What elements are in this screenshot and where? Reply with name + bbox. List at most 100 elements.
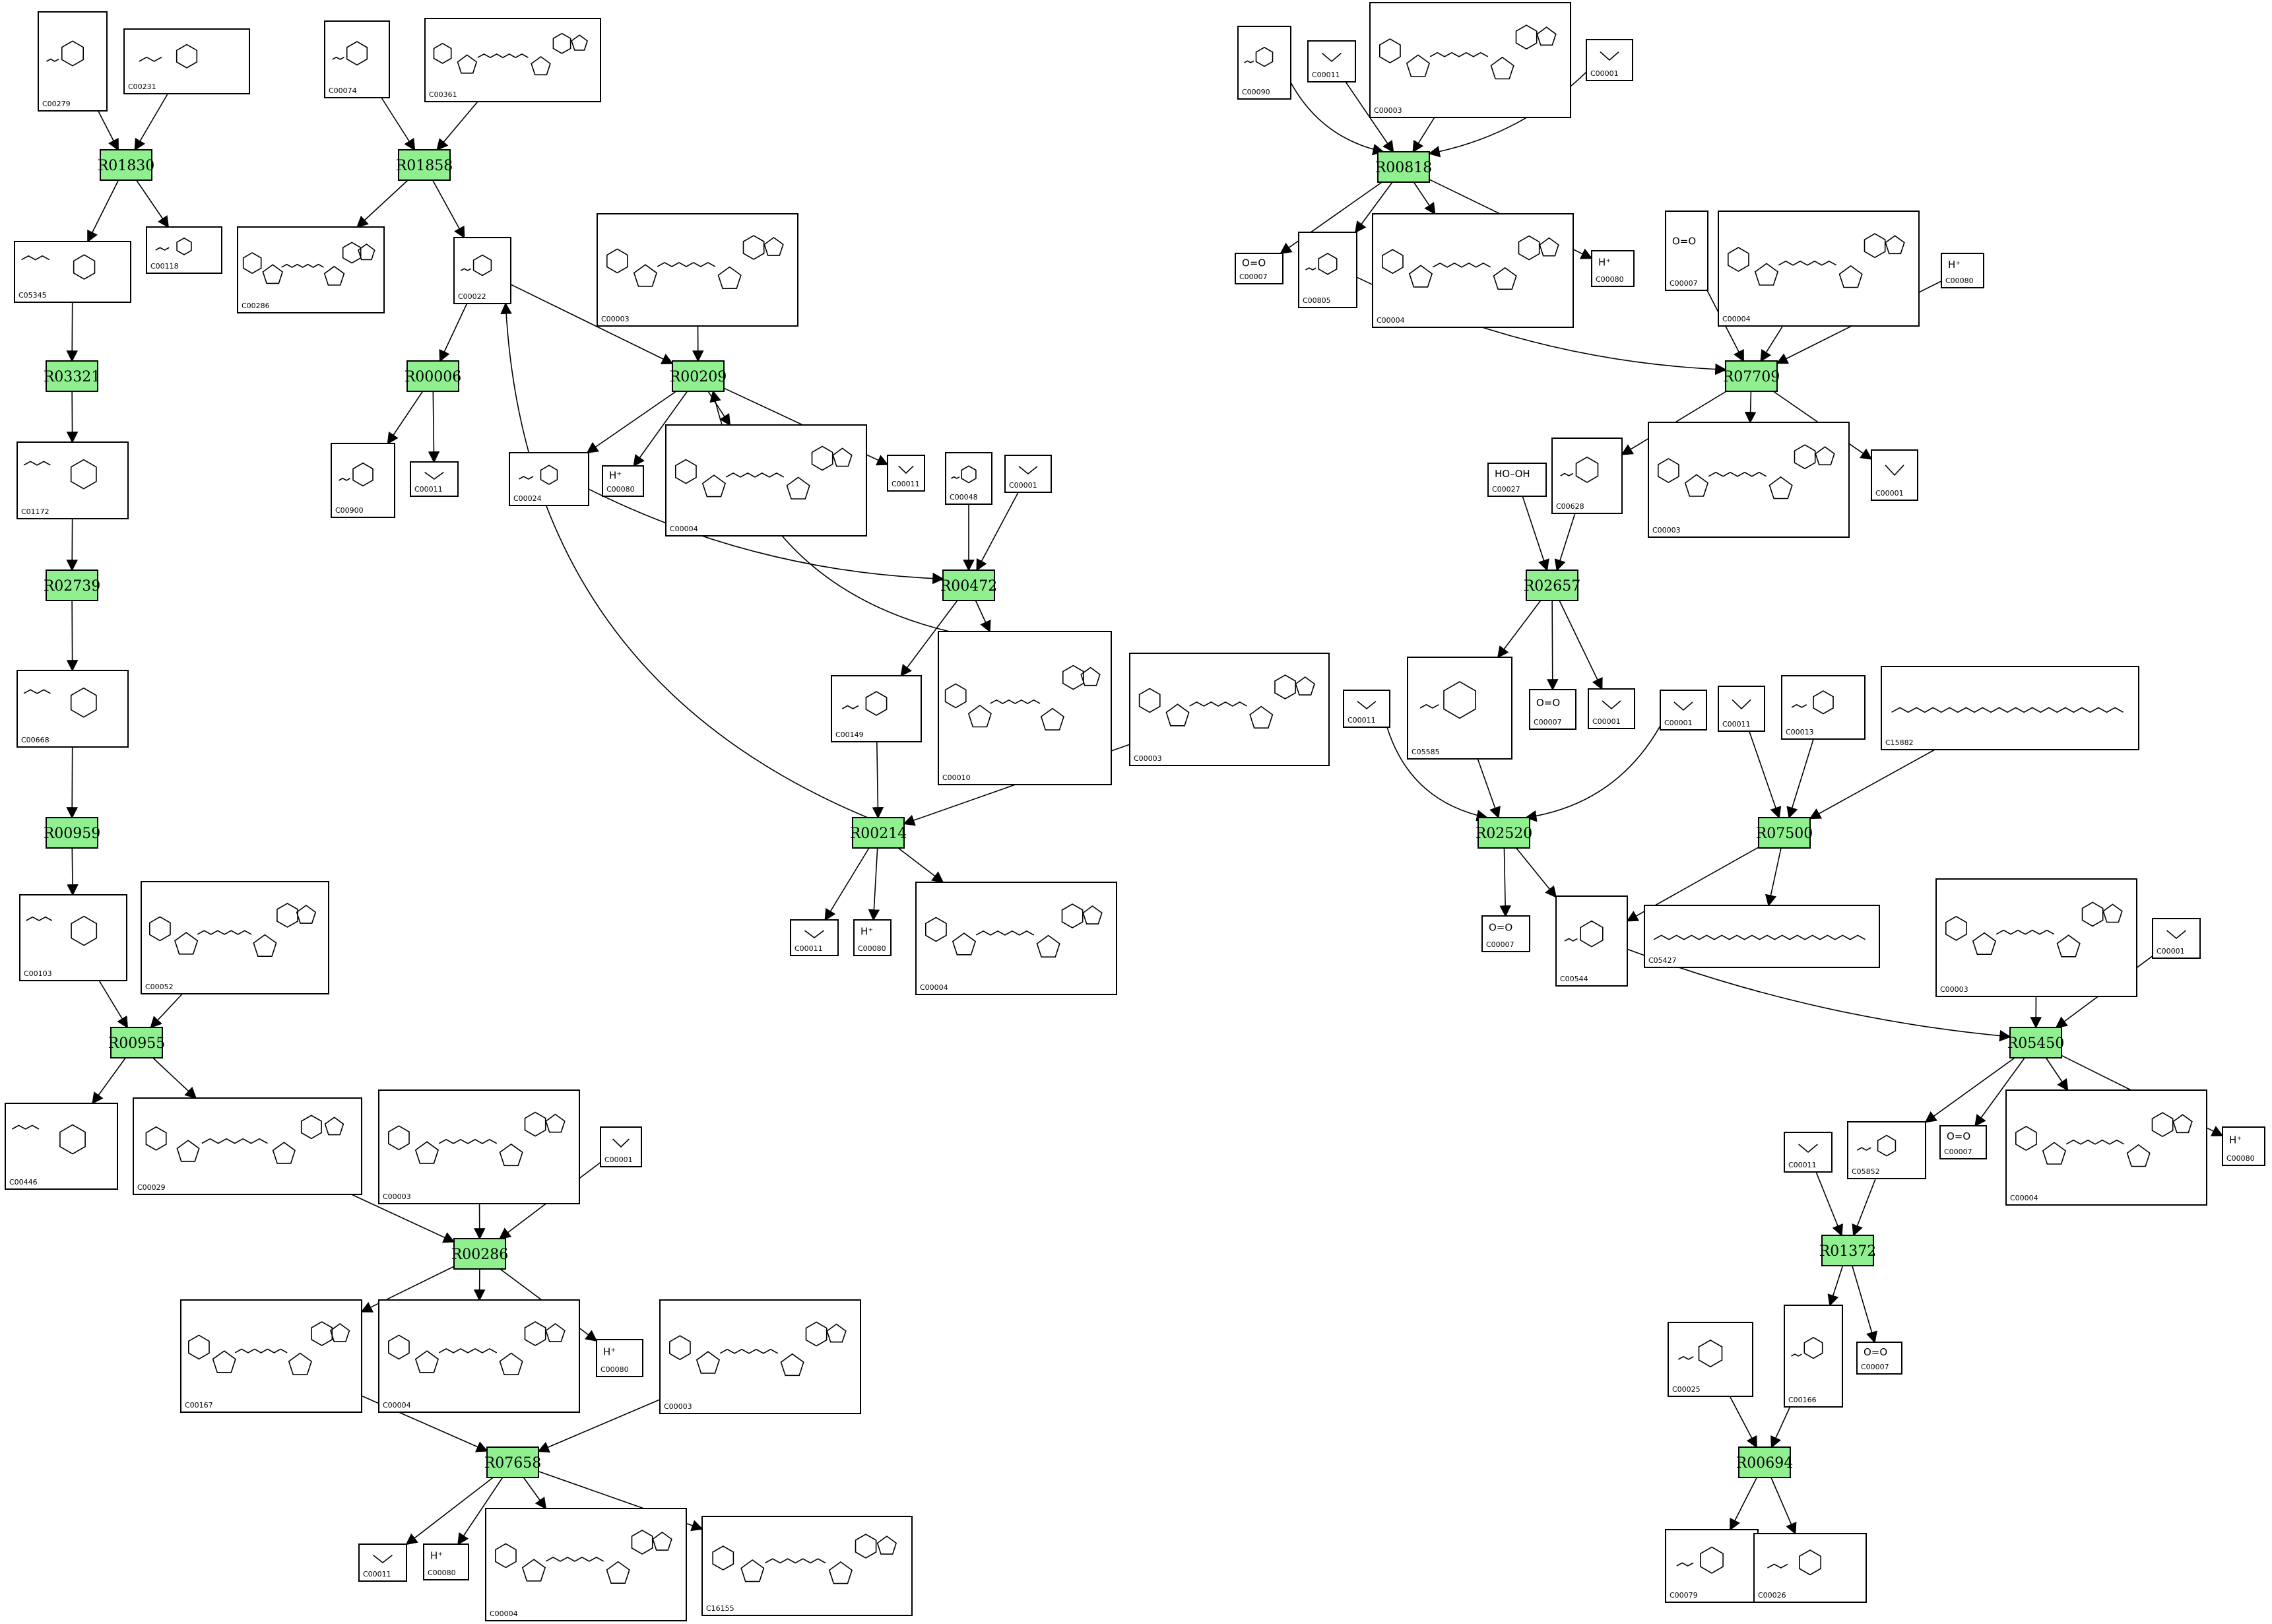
compound-node[interactable]: C00003: [1935, 878, 2137, 997]
reaction-node[interactable]: R02739: [44, 569, 101, 601]
compound-node[interactable]: C00011: [887, 455, 925, 492]
compound-node[interactable]: C00011: [410, 461, 459, 497]
compound-node[interactable]: C00628: [1551, 438, 1623, 514]
reaction-node[interactable]: R01372: [1819, 1235, 1877, 1266]
compound-node[interactable]: C05345: [14, 241, 131, 303]
compound-box: [597, 213, 798, 327]
compound-node[interactable]: C00003: [1648, 422, 1850, 538]
compound-node[interactable]: C00029: [133, 1097, 362, 1195]
compound-node[interactable]: C00003: [659, 1299, 861, 1414]
compound-node[interactable]: H⁺C00080: [596, 1339, 643, 1377]
compound-node[interactable]: C00013: [1781, 675, 1866, 740]
compound-node[interactable]: C00001: [1871, 449, 1918, 501]
reaction-node[interactable]: R01830: [98, 149, 155, 181]
compound-node[interactable]: C00011: [1718, 686, 1765, 732]
reaction-node[interactable]: R01858: [396, 149, 453, 181]
reaction-edge: [1499, 847, 1511, 917]
compound-node[interactable]: C00118: [146, 226, 222, 274]
compound-node[interactable]: C00004: [1718, 211, 1920, 327]
compound-node[interactable]: C00074: [324, 20, 390, 98]
reaction-node[interactable]: R00006: [405, 360, 462, 392]
compound-node[interactable]: H⁺C00080: [1941, 253, 1984, 288]
compound-node[interactable]: C00279: [38, 11, 108, 112]
compound-node[interactable]: C00022: [453, 237, 511, 304]
compound-node[interactable]: C00103: [19, 894, 127, 981]
reaction-node[interactable]: R00955: [108, 1027, 166, 1058]
reaction-node[interactable]: R07500: [1756, 817, 1813, 849]
compound-node[interactable]: C00011: [790, 919, 839, 956]
compound-node[interactable]: C05852: [1847, 1121, 1926, 1179]
compound-node[interactable]: C00025: [1668, 1322, 1753, 1397]
reaction-node[interactable]: R05450: [2007, 1027, 2065, 1058]
compound-node[interactable]: C00011: [1784, 1132, 1833, 1173]
compound-id: C00011: [1347, 716, 1376, 725]
compound-node[interactable]: C00001: [1004, 455, 1052, 493]
compound-node[interactable]: C00010: [938, 631, 1112, 785]
compound-node[interactable]: C00003: [1369, 2, 1571, 118]
reaction-node[interactable]: R00209: [670, 360, 727, 392]
reaction-node[interactable]: R00818: [1375, 151, 1433, 183]
compound-node[interactable]: C00805: [1298, 232, 1357, 308]
reaction-node[interactable]: R02657: [1524, 569, 1581, 601]
compound-node[interactable]: C00167: [180, 1299, 362, 1413]
compound-node[interactable]: C00011: [1307, 40, 1356, 82]
compound-node[interactable]: C00011: [1343, 690, 1390, 728]
reaction-node[interactable]: R07709: [1723, 360, 1780, 392]
compound-node[interactable]: C00001: [1588, 688, 1635, 729]
reaction-node[interactable]: R00214: [850, 817, 907, 849]
compound-node[interactable]: H⁺C00080: [602, 465, 644, 497]
reaction-node[interactable]: R00472: [940, 569, 998, 601]
compound-node[interactable]: C00900: [331, 443, 395, 518]
compound-node[interactable]: C00361: [424, 18, 601, 102]
compound-node[interactable]: C15882: [1881, 666, 2139, 750]
compound-node[interactable]: C00003: [597, 213, 798, 327]
compound-node[interactable]: C00048: [945, 452, 992, 505]
compound-node[interactable]: C01172: [16, 441, 129, 519]
reaction-node[interactable]: R00694: [1736, 1446, 1794, 1478]
compound-node[interactable]: C00024: [509, 452, 589, 506]
compound-node[interactable]: H⁺C00080: [853, 919, 892, 956]
reaction-node[interactable]: R03321: [44, 360, 101, 392]
compound-node[interactable]: C00003: [1129, 653, 1330, 766]
compound-node[interactable]: C00001: [600, 1126, 642, 1167]
compound-node[interactable]: C00011: [358, 1543, 407, 1582]
compound-node[interactable]: C00001: [1586, 39, 1633, 81]
compound-node[interactable]: C00003: [378, 1089, 580, 1204]
compound-node[interactable]: H⁺C00080: [2222, 1126, 2265, 1166]
compound-node[interactable]: C00004: [485, 1508, 687, 1621]
compound-node[interactable]: C00001: [2152, 918, 2201, 959]
compound-node[interactable]: C00446: [5, 1103, 118, 1190]
reaction-node[interactable]: R00959: [44, 817, 101, 849]
compound-node[interactable]: C05427: [1644, 905, 1880, 968]
compound-node[interactable]: C00079: [1665, 1529, 1759, 1603]
compound-node[interactable]: C00668: [16, 670, 129, 748]
compound-node[interactable]: C16155: [701, 1516, 913, 1616]
compound-node[interactable]: C00001: [1660, 690, 1707, 731]
compound-node[interactable]: C00004: [665, 424, 867, 536]
compound-node[interactable]: C00004: [1372, 213, 1574, 328]
compound-node[interactable]: H⁺C00080: [423, 1543, 469, 1580]
reaction-node[interactable]: R07658: [484, 1446, 542, 1478]
compound-node[interactable]: C05585: [1407, 657, 1512, 760]
compound-node[interactable]: C00004: [378, 1299, 580, 1413]
reaction-node[interactable]: R00286: [451, 1238, 509, 1270]
compound-node[interactable]: C00286: [237, 226, 385, 313]
compound-node[interactable]: C00026: [1753, 1533, 1867, 1603]
compound-node[interactable]: C00052: [141, 881, 329, 994]
compound-node[interactable]: C00544: [1555, 895, 1628, 987]
reaction-node[interactable]: R02520: [1476, 817, 1533, 849]
compound-node[interactable]: C00166: [1784, 1305, 1843, 1408]
compound-node[interactable]: C00004: [2005, 1089, 2207, 1206]
compound-node[interactable]: C00090: [1237, 26, 1291, 100]
compound-node[interactable]: C00004: [915, 882, 1117, 995]
compound-node[interactable]: C00149: [831, 675, 922, 742]
compound-node[interactable]: C00231: [123, 28, 250, 94]
compound-node[interactable]: H⁺C00080: [1591, 250, 1635, 287]
